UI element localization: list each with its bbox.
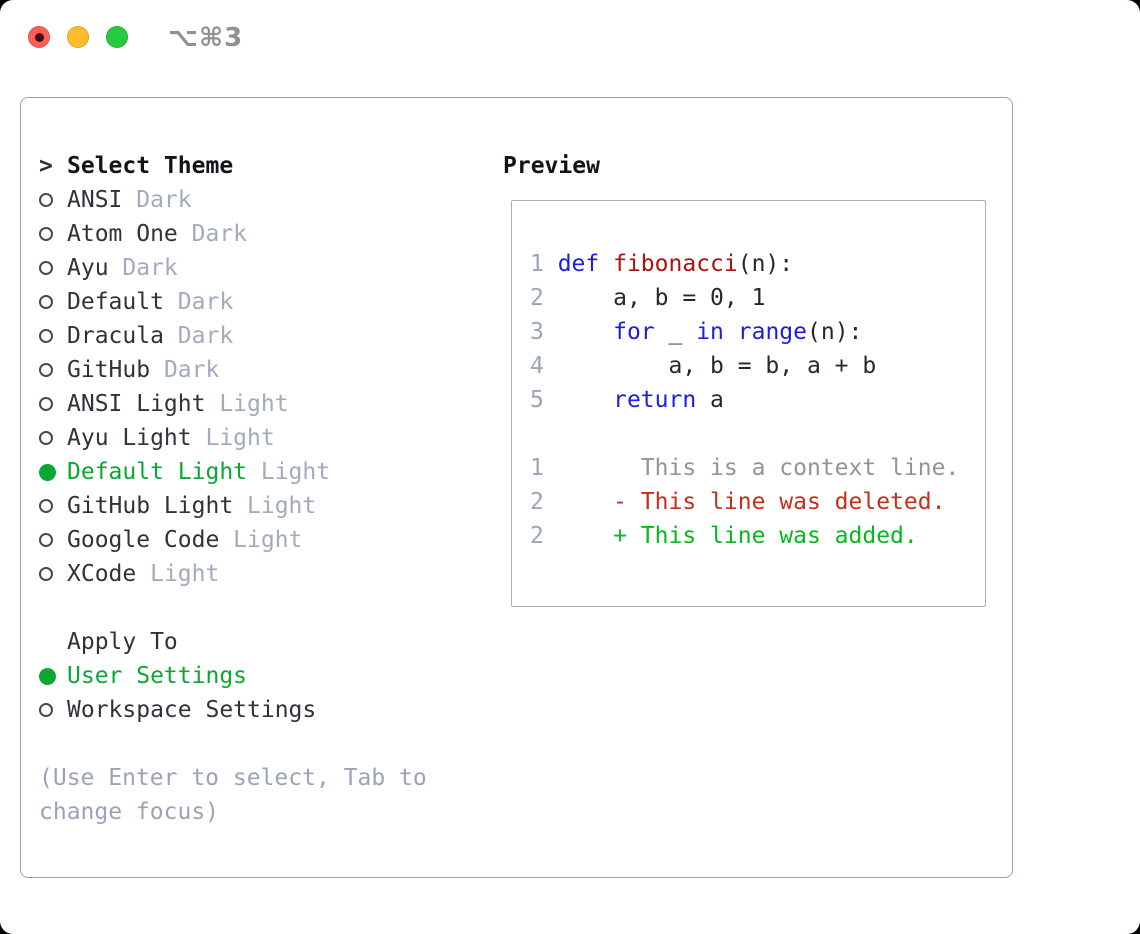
radio-unselected-icon xyxy=(39,397,53,411)
option-label: GitHub Dark xyxy=(67,357,220,383)
option-label: XCode Light xyxy=(67,561,220,587)
radio-unselected-icon xyxy=(39,329,53,343)
option-label: Workspace Settings xyxy=(67,697,317,723)
option-label: Ayu Light Light xyxy=(67,425,275,451)
radio-selected-icon xyxy=(39,667,56,685)
theme-picker-heading: Select Theme xyxy=(67,153,234,179)
titlebar: ⌥⌘3 xyxy=(0,0,1140,75)
option-variant-tag: Light xyxy=(247,459,331,485)
window-title: ⌥⌘3 xyxy=(168,23,244,53)
line-number: 2 xyxy=(530,489,558,515)
blank-line xyxy=(530,417,985,451)
preview-box: 1 def fibonacci(n): 2 a, b = 0, 1 3 for _ … xyxy=(511,200,986,607)
option-variant-tag: Dark xyxy=(108,255,178,281)
radio-unselected-icon xyxy=(39,193,53,207)
option-label: Google Code Light xyxy=(67,527,303,553)
radio-unselected-icon xyxy=(39,533,53,547)
option-variant-tag: Light xyxy=(219,527,303,553)
spacer xyxy=(39,591,499,625)
option-label: GitHub Light Light xyxy=(67,493,317,519)
theme-option-google-code[interactable]: Google Code Light xyxy=(39,523,499,557)
line-number: 5 xyxy=(530,387,558,413)
code-line: 3 for _ in range(n): xyxy=(530,319,863,345)
hint-line: (Use Enter to select, Tab to xyxy=(39,765,427,791)
option-variant-tag: Dark xyxy=(177,221,248,247)
option-variant-tag: Dark xyxy=(150,357,220,383)
option-variant-tag: Light xyxy=(191,425,275,451)
line-number: 1 xyxy=(530,455,558,481)
close-button[interactable] xyxy=(28,26,50,48)
option-label: Atom One Dark xyxy=(67,221,248,247)
cursor-arrow-icon: > xyxy=(39,153,53,179)
option-variant-tag: Dark xyxy=(122,187,192,213)
radio-unselected-icon xyxy=(39,261,53,275)
radio-unselected-icon xyxy=(39,499,53,513)
apply-option-workspace-settings[interactable]: Workspace Settings xyxy=(39,693,499,727)
apply-to-heading: Apply To xyxy=(67,629,178,655)
theme-option-atom-one[interactable]: Atom One Dark xyxy=(39,217,499,251)
preview-pane: Preview 1 def fibonacci(n): 2 a, b = 0, 1… xyxy=(503,149,998,607)
option-label: Dracula Dark xyxy=(67,323,234,349)
theme-picker-heading-row: > Select Theme xyxy=(39,149,499,183)
radio-unselected-icon xyxy=(39,227,53,241)
radio-unselected-icon xyxy=(39,567,53,581)
theme-option-ansi[interactable]: ANSI Dark xyxy=(39,183,499,217)
close-dot-icon xyxy=(34,32,44,42)
code-line: 4 a, b = b, a + b xyxy=(530,353,877,379)
option-label: Default Dark xyxy=(67,289,234,315)
option-variant-tag: Light xyxy=(233,493,317,519)
radio-unselected-icon xyxy=(39,295,53,309)
option-label: Ayu Dark xyxy=(67,255,178,281)
diff-line: 2 + This line was added. xyxy=(530,523,918,549)
line-number: 2 xyxy=(530,523,558,549)
keyboard-hint: (Use Enter to select, Tab to change focus… xyxy=(39,761,499,829)
radio-selected-icon xyxy=(39,463,56,481)
apply-option-user-settings[interactable]: User Settings xyxy=(39,659,499,693)
theme-option-xcode[interactable]: XCode Light xyxy=(39,557,499,591)
theme-option-ayu[interactable]: Ayu Dark xyxy=(39,251,499,285)
option-variant-tag: Dark xyxy=(163,289,234,315)
option-label: User Settings xyxy=(67,663,248,689)
line-number: 3 xyxy=(530,319,558,345)
code-line: 5 return a xyxy=(530,387,724,413)
hint-line: change focus) xyxy=(39,799,220,825)
option-label: ANSI Dark xyxy=(67,187,192,213)
radio-unselected-icon xyxy=(39,431,53,445)
radio-unselected-icon xyxy=(39,363,53,377)
option-label: ANSI Light Light xyxy=(67,391,289,417)
minimize-button[interactable] xyxy=(67,26,89,48)
option-variant-tag: Dark xyxy=(163,323,234,349)
option-label: Default Light Light xyxy=(67,459,331,485)
line-number: 1 xyxy=(530,251,558,277)
code-line: 2 a, b = 0, 1 xyxy=(530,285,766,311)
theme-option-default[interactable]: Default Dark xyxy=(39,285,499,319)
option-variant-tag: Light xyxy=(136,561,220,587)
line-number: 2 xyxy=(530,285,558,311)
code-line: 1 def fibonacci(n): xyxy=(530,251,794,277)
diff-line: 1 This is a context line. xyxy=(530,455,960,481)
theme-option-github-light[interactable]: GitHub Light Light xyxy=(39,489,499,523)
zoom-button[interactable] xyxy=(106,26,128,48)
theme-option-dracula[interactable]: Dracula Dark xyxy=(39,319,499,353)
theme-option-default-light[interactable]: Default Light Light xyxy=(39,455,499,489)
apply-to-heading-row: Apply To xyxy=(39,625,499,659)
radio-unselected-icon xyxy=(39,703,53,717)
preview-heading: Preview xyxy=(503,153,600,179)
option-variant-tag: Light xyxy=(205,391,289,417)
theme-option-github[interactable]: GitHub Dark xyxy=(39,353,499,387)
theme-option-ansi-light[interactable]: ANSI Light Light xyxy=(39,387,499,421)
line-number: 4 xyxy=(530,353,558,379)
theme-option-ayu-light[interactable]: Ayu Light Light xyxy=(39,421,499,455)
diff-line: 2 - This line was deleted. xyxy=(530,489,946,515)
